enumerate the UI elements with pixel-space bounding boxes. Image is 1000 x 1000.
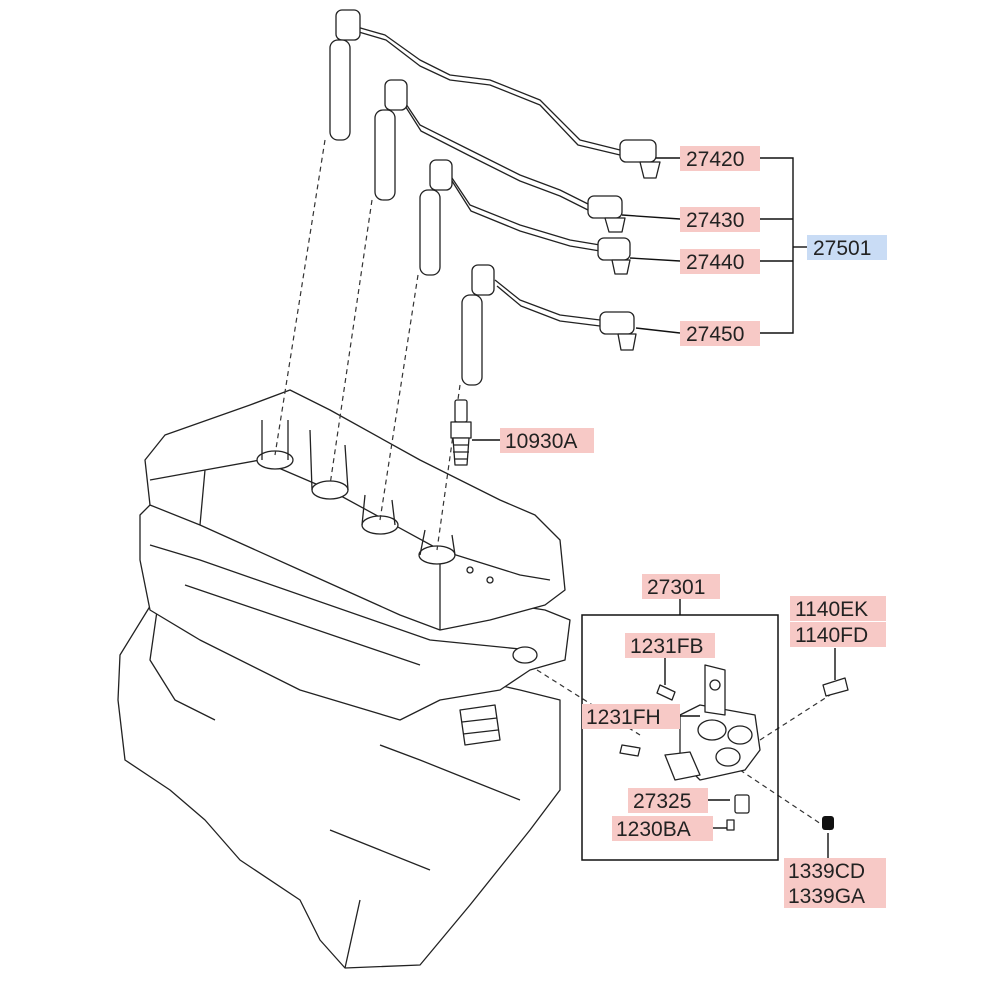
spark-plug-drawing <box>450 399 472 466</box>
engine-block-drawing <box>117 389 571 969</box>
part-label-10930A[interactable]: 10930A <box>500 428 594 453</box>
label-1231FB-text: 1231FB <box>630 635 704 658</box>
label-27430-text: 27430 <box>686 209 744 232</box>
label-1339GA-text: 1339GA <box>788 885 865 908</box>
part-label-27301[interactable]: 27301 <box>642 574 720 599</box>
label-27301-text: 27301 <box>647 576 705 599</box>
label-1140EK-text: 1140EK <box>795 598 868 621</box>
label-27420-text: 27420 <box>686 148 744 171</box>
part-label-1140FD[interactable]: 1140FD <box>790 622 886 647</box>
label-27501-text: 27501 <box>813 237 871 260</box>
part-label-1231FB[interactable]: 1231FB <box>625 633 715 658</box>
label-27440-text: 27440 <box>686 251 744 274</box>
label-1140FD-text: 1140FD <box>795 624 868 647</box>
label-27325-text: 27325 <box>633 790 691 813</box>
part-label-1231FH[interactable]: 1231FH <box>582 704 680 729</box>
ignition-wire-set-drawing <box>274 9 661 551</box>
label-1231FH-text: 1231FH <box>586 706 661 729</box>
assembly-label-27501[interactable]: 27501 <box>807 235 887 260</box>
label-10930A-text: 10930A <box>505 430 577 453</box>
leader-lines <box>472 157 836 858</box>
part-label-27430[interactable]: 27430 <box>680 207 760 232</box>
part-label-27325[interactable]: 27325 <box>628 788 708 813</box>
part-label-1140EK[interactable]: 1140EK <box>790 596 886 621</box>
part-label-27440[interactable]: 27440 <box>680 249 760 274</box>
part-label-1230BA[interactable]: 1230BA <box>612 816 713 841</box>
label-27450-text: 27450 <box>686 323 744 346</box>
label-1230BA-text: 1230BA <box>616 818 691 841</box>
part-label-27420[interactable]: 27420 <box>680 146 760 171</box>
part-label-1339GA[interactable]: 1339GA <box>784 883 886 908</box>
label-1339CD-text: 1339CD <box>788 860 865 883</box>
part-label-1339CD[interactable]: 1339CD <box>784 858 886 883</box>
distributor-drawing <box>536 664 849 831</box>
part-label-27450[interactable]: 27450 <box>680 321 760 346</box>
